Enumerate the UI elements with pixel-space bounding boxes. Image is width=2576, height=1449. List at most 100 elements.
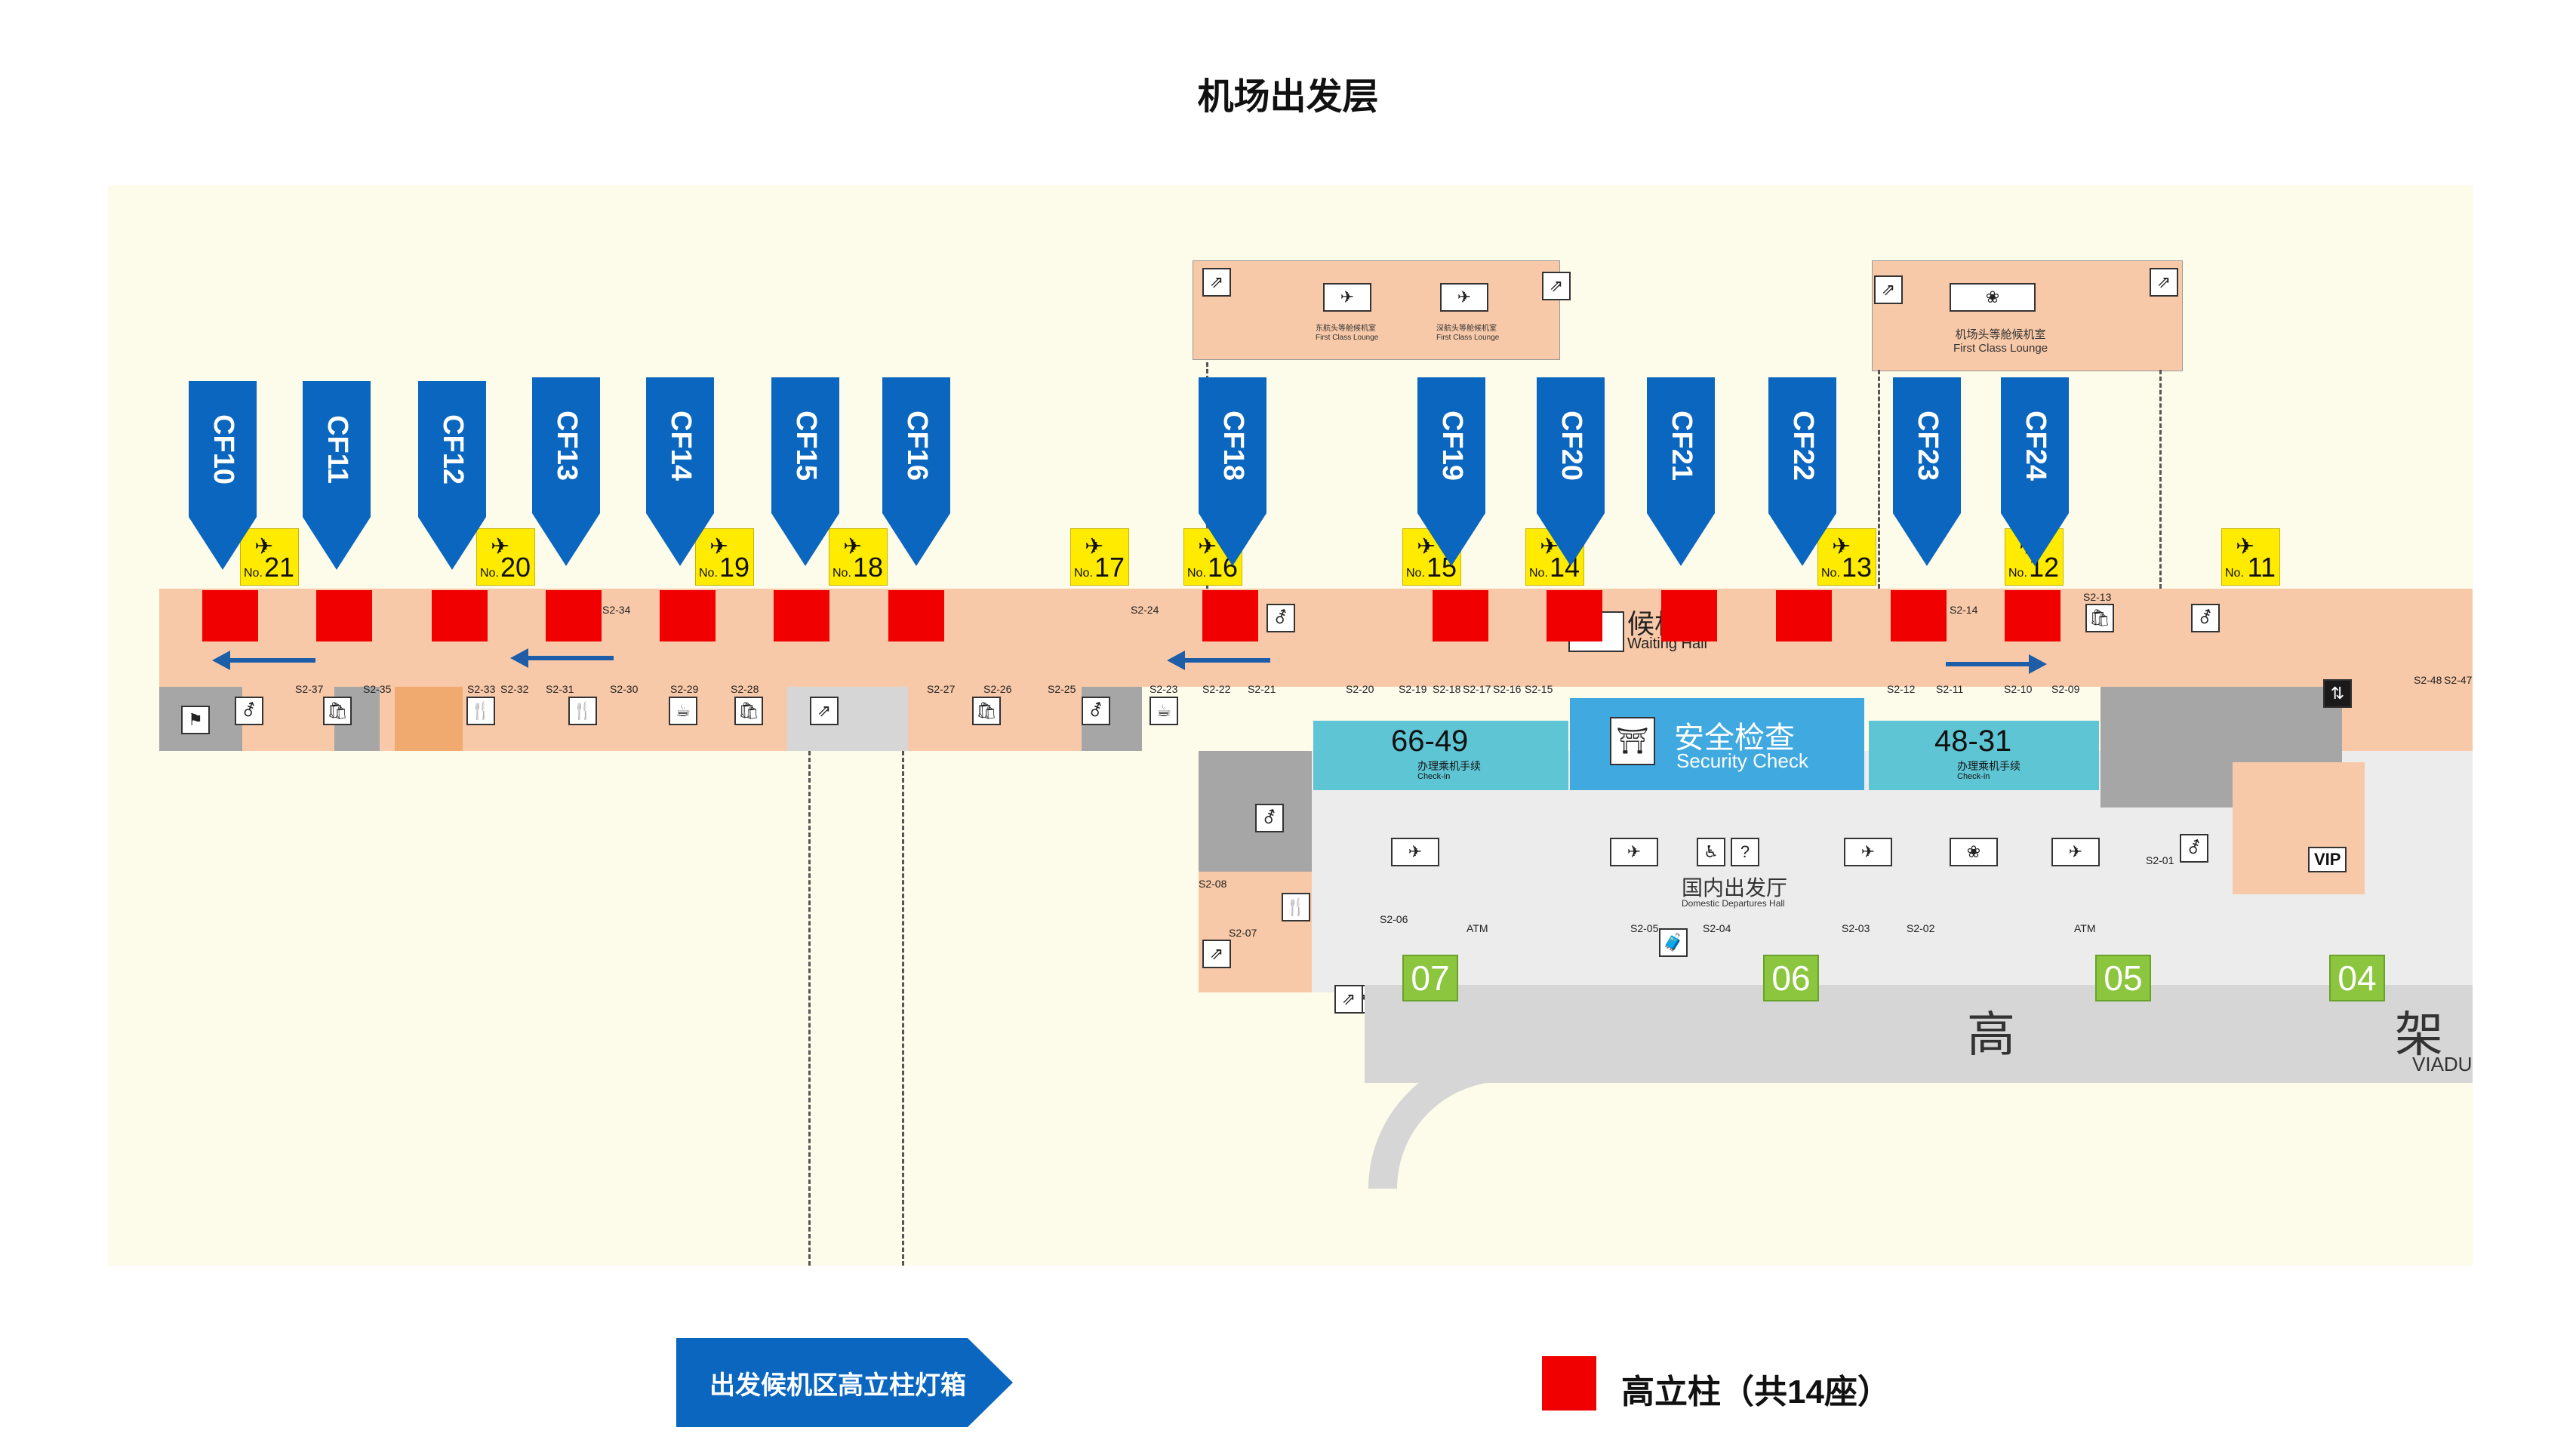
information-icon: ? (1731, 838, 1759, 866)
shop-code: S2-29 (670, 683, 699, 695)
high-pillar-marker (660, 590, 716, 641)
direction-arrow (1946, 662, 2029, 666)
checkin-sub-left: Check-in (1417, 772, 1451, 781)
light-box-pin: CF23 (1893, 377, 1961, 566)
restroom-icon: ⚦ (235, 697, 263, 725)
vip-room (2233, 762, 2365, 894)
direction-arrow-head (510, 648, 528, 668)
shop-code: S2-33 (467, 683, 496, 695)
shop-code: S2-47 (2444, 674, 2473, 686)
checkin-label-right: 办理乘机手续 (1957, 760, 2020, 772)
restroom-icon: ⚦ (1082, 697, 1110, 725)
page-title: 机场出发层 (1197, 77, 1379, 117)
entrance-door: 07 (1402, 955, 1458, 1001)
airline-counter-icon: ✈ (1610, 838, 1658, 866)
direction-arrow-head (2029, 654, 2047, 674)
smoking-icon: ⚑ (181, 706, 210, 734)
shop-code: S2-12 (1887, 683, 1916, 695)
light-box-pin: CF16 (882, 377, 950, 566)
departures-hall-cn: 国内出发厅 (1682, 876, 1788, 900)
escalator-icon: ⇗ (1874, 275, 1903, 304)
shop-code: S2-02 (1907, 922, 1935, 934)
legend-light-box-swatch (676, 1338, 1013, 1427)
high-pillar-marker (1661, 590, 1717, 641)
shop-code: S2-26 (983, 683, 1012, 695)
shop-code: S2-25 (1048, 683, 1076, 695)
shopping-icon: 🛍 (972, 697, 1001, 725)
shopping-icon: 🛍 (734, 697, 763, 725)
shop-code: S2-01 (2146, 854, 2174, 866)
airline-counter-icon: ✈ (1844, 838, 1892, 866)
checkin-sub-right: Check-in (1957, 772, 1990, 781)
direction-arrow-head (212, 651, 230, 670)
high-pillar-marker (1433, 590, 1488, 641)
gate-sign: ✈No.20 (476, 528, 535, 586)
airport-logo-icon: ❀ (1950, 283, 2036, 312)
bridge-line (1878, 370, 1880, 589)
high-pillar-marker (1891, 590, 1947, 641)
light-box-pin: CF11 (303, 381, 371, 570)
light-box-pin: CF18 (1199, 377, 1266, 566)
high-pillar-marker (774, 590, 829, 641)
light-box-pin: CF12 (418, 381, 486, 570)
checkin-zone-left (1313, 721, 1568, 790)
light-box-pin: CF14 (646, 377, 714, 566)
gate-sign: ✈No.13 (1817, 528, 1876, 586)
high-pillar-marker (1776, 590, 1832, 641)
gate-sign: ✈No.21 (240, 528, 299, 586)
high-pillar-marker (888, 590, 944, 641)
vip-label: VIP (2308, 847, 2347, 872)
shop-code: S2-04 (1703, 922, 1731, 934)
bridge-line (902, 751, 904, 1266)
restaurant-icon: 🍴 (466, 697, 495, 725)
shop-code: S2-05 (1630, 922, 1659, 934)
airline-counter-icon: ✈ (1391, 838, 1439, 866)
restaurant-icon: 🍴 (568, 697, 597, 725)
shop-code: S2-15 (1525, 683, 1553, 695)
lounge-box-left (1193, 260, 1560, 360)
bridge-line (2159, 370, 2162, 589)
light-box-pin: CF15 (771, 377, 839, 566)
viaduct-cn-right: 架 (2395, 1008, 2443, 1062)
security-gate-icon: ⛩ (1610, 717, 1655, 765)
entrance-door: 06 (1763, 955, 1819, 1001)
escalator-icon: ⇗ (1202, 940, 1231, 968)
shop-code: S2-13 (2083, 591, 2112, 603)
checkin-zone-right (1869, 721, 2099, 790)
airline-counter-icon: ✈ (2051, 838, 2100, 866)
shopping-icon: 🛍 (323, 697, 352, 725)
restaurant-icon: 🍴 (1282, 893, 1310, 921)
shop-code: S2-08 (1199, 878, 1227, 890)
shop-code: S2-07 (1229, 927, 1257, 939)
light-box-pin: CF10 (189, 381, 257, 570)
cafe-icon: ☕ (669, 697, 697, 725)
shop-code: S2-17 (1463, 683, 1491, 695)
direction-arrow (221, 658, 315, 663)
gate-sign: ✈No.19 (695, 528, 754, 586)
legend-red-label: 高立柱（共14座） (1621, 1374, 1891, 1411)
high-pillar-marker (1547, 590, 1602, 641)
shop-code: S2-28 (731, 683, 759, 695)
atm-label: ATM (1467, 922, 1488, 934)
viaduct-road (1365, 985, 2473, 1083)
shop-code: S2-37 (295, 683, 324, 695)
direction-arrow-head (1167, 651, 1185, 670)
shop-code: S2-30 (610, 683, 639, 695)
shop-code: S2-09 (2051, 683, 2080, 695)
gate-sign: ✈No.18 (829, 528, 888, 586)
escalator-icon: ⇗ (1202, 268, 1231, 297)
shenzhen-airlines-logo-icon: ✈ (1440, 283, 1488, 312)
shop-code: S2-34 (602, 604, 631, 616)
accessibility-icon: ♿ (1697, 838, 1725, 866)
escalator-icon: ⇗ (810, 697, 839, 725)
bridge-line (808, 751, 811, 1266)
shop-code: S2-21 (1248, 683, 1276, 695)
service-block-3 (395, 687, 463, 751)
high-pillar-marker (2005, 590, 2060, 641)
shop-code: S2-18 (1433, 683, 1461, 695)
shop-code: S2-48 (2414, 674, 2442, 686)
restroom-icon: ⚦ (1255, 804, 1284, 832)
light-box-pin: CF22 (1768, 377, 1836, 566)
